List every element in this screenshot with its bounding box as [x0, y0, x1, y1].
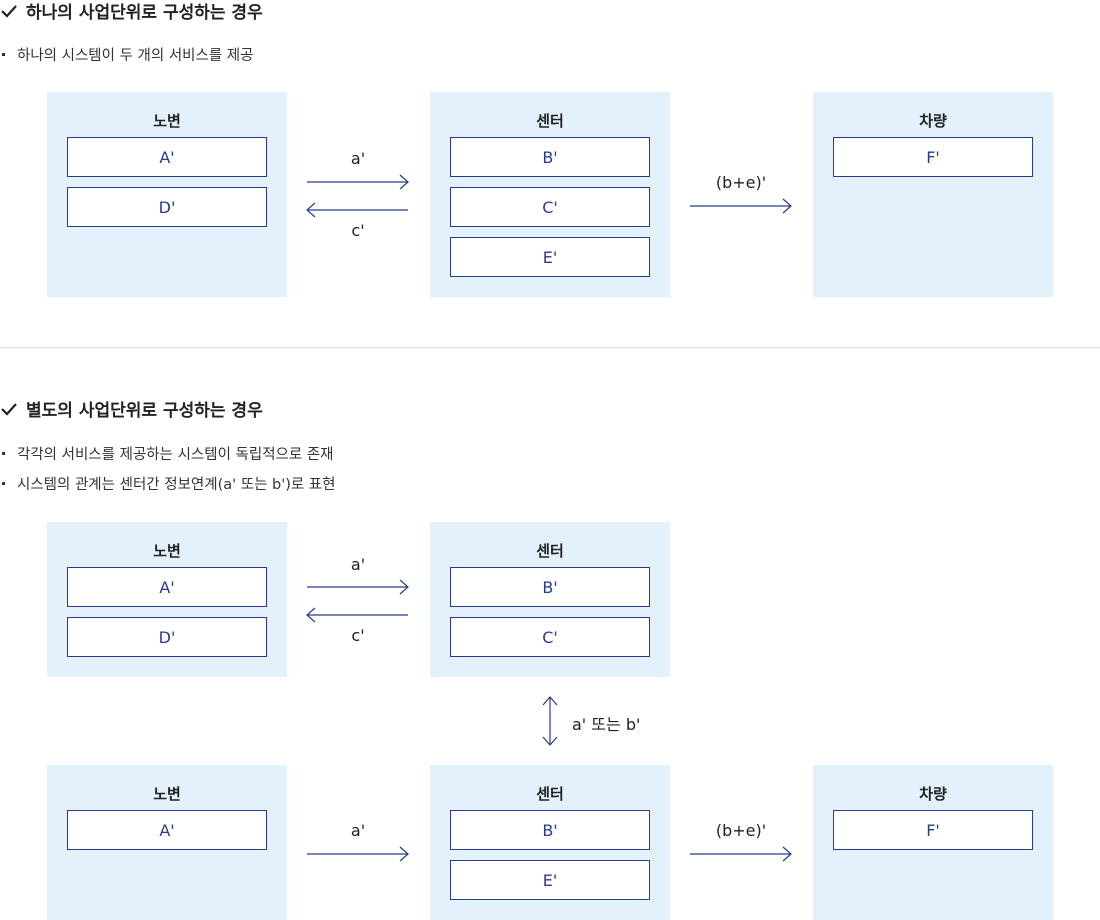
panel-title: 센터 [536, 785, 564, 803]
check-icon [1, 4, 17, 18]
section1-heading: 하나의 사업단위로 구성하는 경우 [0, 0, 263, 23]
cell: A' [67, 567, 267, 607]
cell: C' [450, 187, 650, 227]
cell: E' [450, 237, 650, 277]
cell: A' [67, 810, 267, 850]
panel-title: 차량 [919, 785, 947, 803]
panel-title: 차량 [919, 112, 947, 130]
bullet-text: 각각의 서비스를 제공하는 시스템이 독립적으로 존재 [17, 447, 334, 463]
s2-top-panel-center: 센터 B' C' [430, 522, 670, 677]
arrow-right-icon [307, 846, 409, 862]
cell: B' [450, 137, 650, 177]
cell: D' [67, 617, 267, 657]
section2-bullet: 시스템의 관계는 센터간 정보연계(a' 또는 b')로 표현 [0, 473, 336, 494]
bullet-text: 시스템의 관계는 센터간 정보연계(a' 또는 b')로 표현 [17, 477, 336, 493]
section-divider [0, 347, 1100, 348]
section1-title: 하나의 사업단위로 구성하는 경우 [26, 3, 263, 23]
arrow-label: a' [350, 821, 366, 840]
section2-bullet: 각각의 서비스를 제공하는 시스템이 독립적으로 존재 [0, 443, 334, 464]
s2-bottom-panel-vehicle: 차량 F' [813, 765, 1053, 920]
s1-panel-roadside: 노변 A' D' [47, 92, 287, 297]
cell: B' [450, 567, 650, 607]
cell: D' [67, 187, 267, 227]
bullet-dot-icon [2, 482, 5, 485]
panel-title: 센터 [536, 542, 564, 560]
bullet-text: 하나의 시스템이 두 개의 서비스를 제공 [17, 48, 254, 64]
arrow-right-icon [307, 579, 409, 595]
cell: B' [450, 810, 650, 850]
section2-title: 별도의 사업단위로 구성하는 경우 [26, 401, 263, 421]
cell: A' [67, 137, 267, 177]
s1-panel-vehicle: 차량 F' [813, 92, 1053, 297]
link-label: a' 또는 b' [572, 715, 641, 734]
arrow-right-icon [690, 846, 792, 862]
s2-bottom-panel-center: 센터 B' E' [430, 765, 670, 920]
arrow-label: c' [351, 221, 365, 240]
check-icon [1, 402, 17, 416]
section2-heading: 별도의 사업단위로 구성하는 경우 [0, 396, 263, 421]
panel-title: 노변 [153, 112, 181, 130]
panel-title: 노변 [153, 785, 181, 803]
arrow-label: c' [351, 626, 365, 645]
cell: C' [450, 617, 650, 657]
arrow-label: a' [350, 149, 366, 168]
bullet-dot-icon [2, 53, 5, 56]
cell: F' [833, 137, 1033, 177]
s1-panel-center: 센터 B' C' E' [430, 92, 670, 297]
s2-top-panel-roadside: 노변 A' D' [47, 522, 287, 677]
panel-title: 노변 [153, 542, 181, 560]
arrow-label: a' [350, 555, 366, 574]
arrow-label: (b+e)' [715, 173, 767, 192]
cell: F' [833, 810, 1033, 850]
s2-bottom-panel-roadside: 노변 A' [47, 765, 287, 920]
arrow-left-icon [306, 202, 408, 218]
section1-bullet: 하나의 시스템이 두 개의 서비스를 제공 [0, 44, 253, 65]
arrow-left-icon [306, 607, 408, 623]
cell: E' [450, 860, 650, 900]
arrow-right-icon [307, 174, 409, 190]
arrow-label: (b+e)' [715, 821, 767, 840]
panel-title: 센터 [536, 112, 564, 130]
bullet-dot-icon [2, 452, 5, 455]
arrow-up-down-icon [542, 696, 558, 746]
arrow-right-icon [690, 198, 792, 214]
